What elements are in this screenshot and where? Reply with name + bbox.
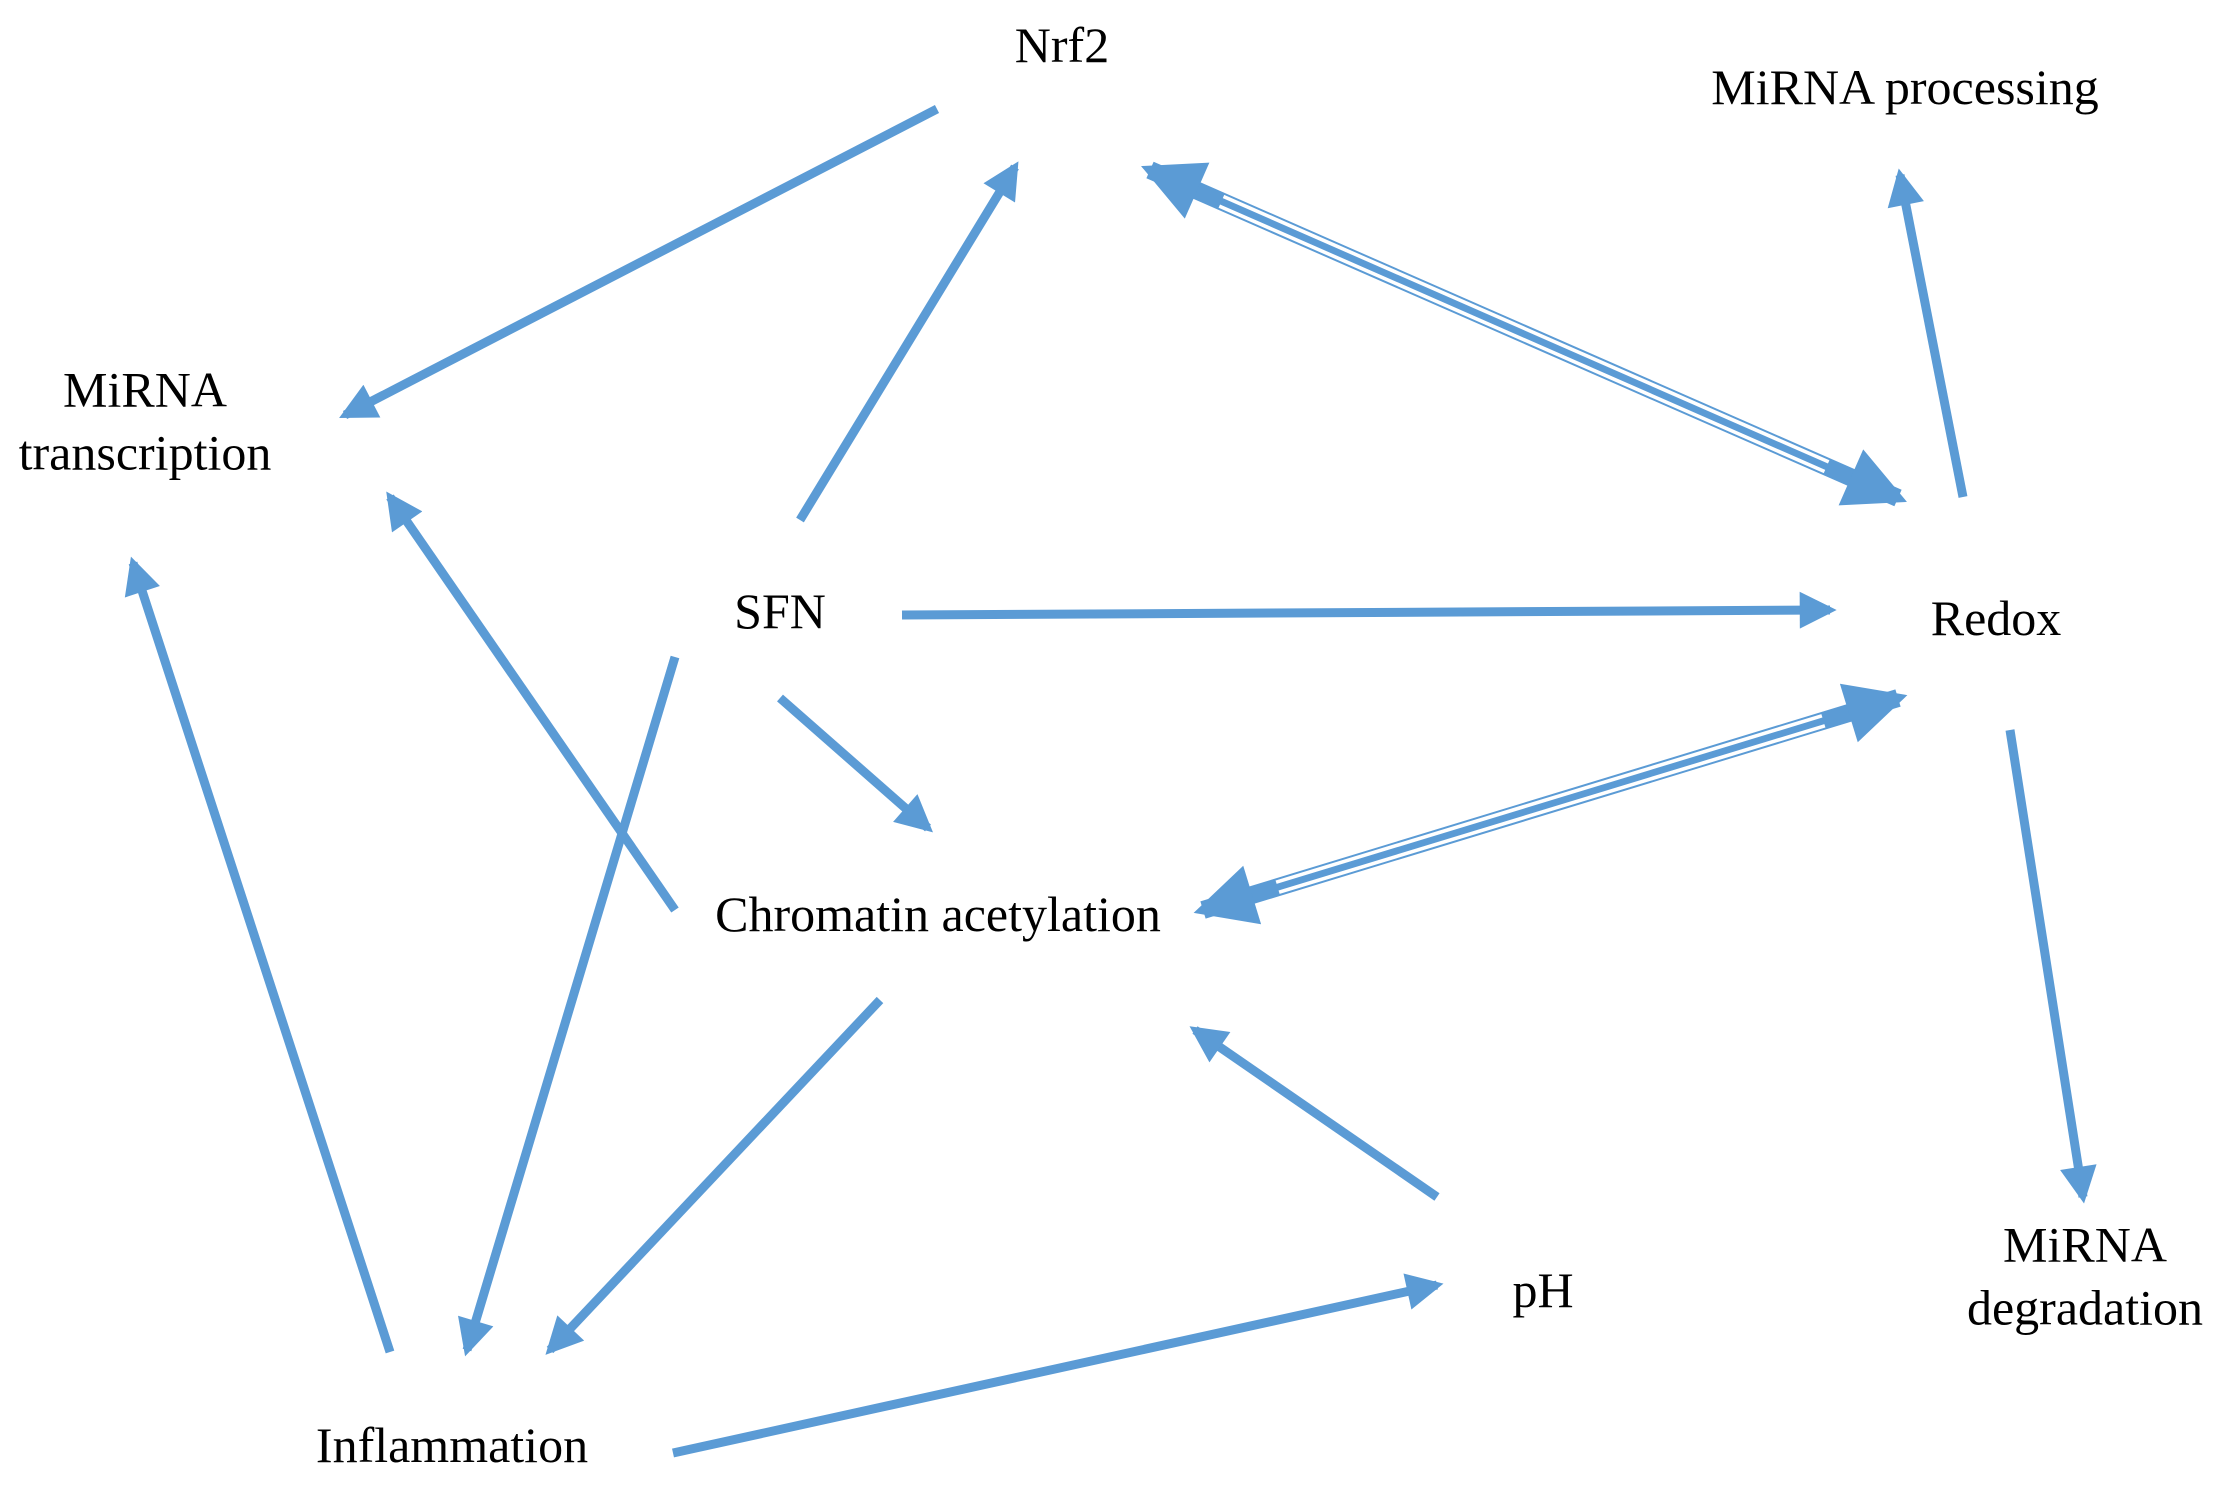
arrow-nrf2-to-mirna-transcription [339,105,940,419]
arrow-nrf2-redox-bidirectional [1141,161,1907,507]
arrow-chromatin-acetylation-to-inflammation [545,996,884,1355]
node-ph: pH [1512,1261,1574,1318]
node-nrf2: Nrf2 [1014,16,1110,73]
arrow-redox-to-mirna-degradation [2005,729,2097,1204]
arrow-chromatin-acetylation-redox-bidirectional [1193,683,1908,925]
arrow-sfn-to-nrf2 [796,161,1019,523]
arrow-sfn-to-inflammation [458,655,680,1357]
node-sfn: SFN [734,582,826,639]
arrow-inflammation-to-mirna-transcription [124,556,395,1354]
arrow-sfn-to-redox [901,591,1837,629]
node-mirna-processing: MiRNA processing [1711,58,2099,115]
arrow-redox-to-mirna-processing [1887,168,1968,498]
arrow-sfn-to-chromatin-acetylation [777,694,933,833]
arrow-inflammation-to-ph [672,1273,1444,1458]
node-inflammation: Inflammation [315,1416,589,1473]
node-mirna-transcription: MiRNA transcription [18,361,272,481]
node-mirna-degradation: MiRNA degradation [1966,1216,2203,1336]
node-chromatin-acetylation: Chromatin acetylation [715,885,1161,942]
node-redox: Redox [1930,589,2062,646]
arrow-chromatin-acetylation-to-mirna-transcription [386,491,679,913]
arrow-ph-to-chromatin-acetylation [1189,1026,1440,1201]
